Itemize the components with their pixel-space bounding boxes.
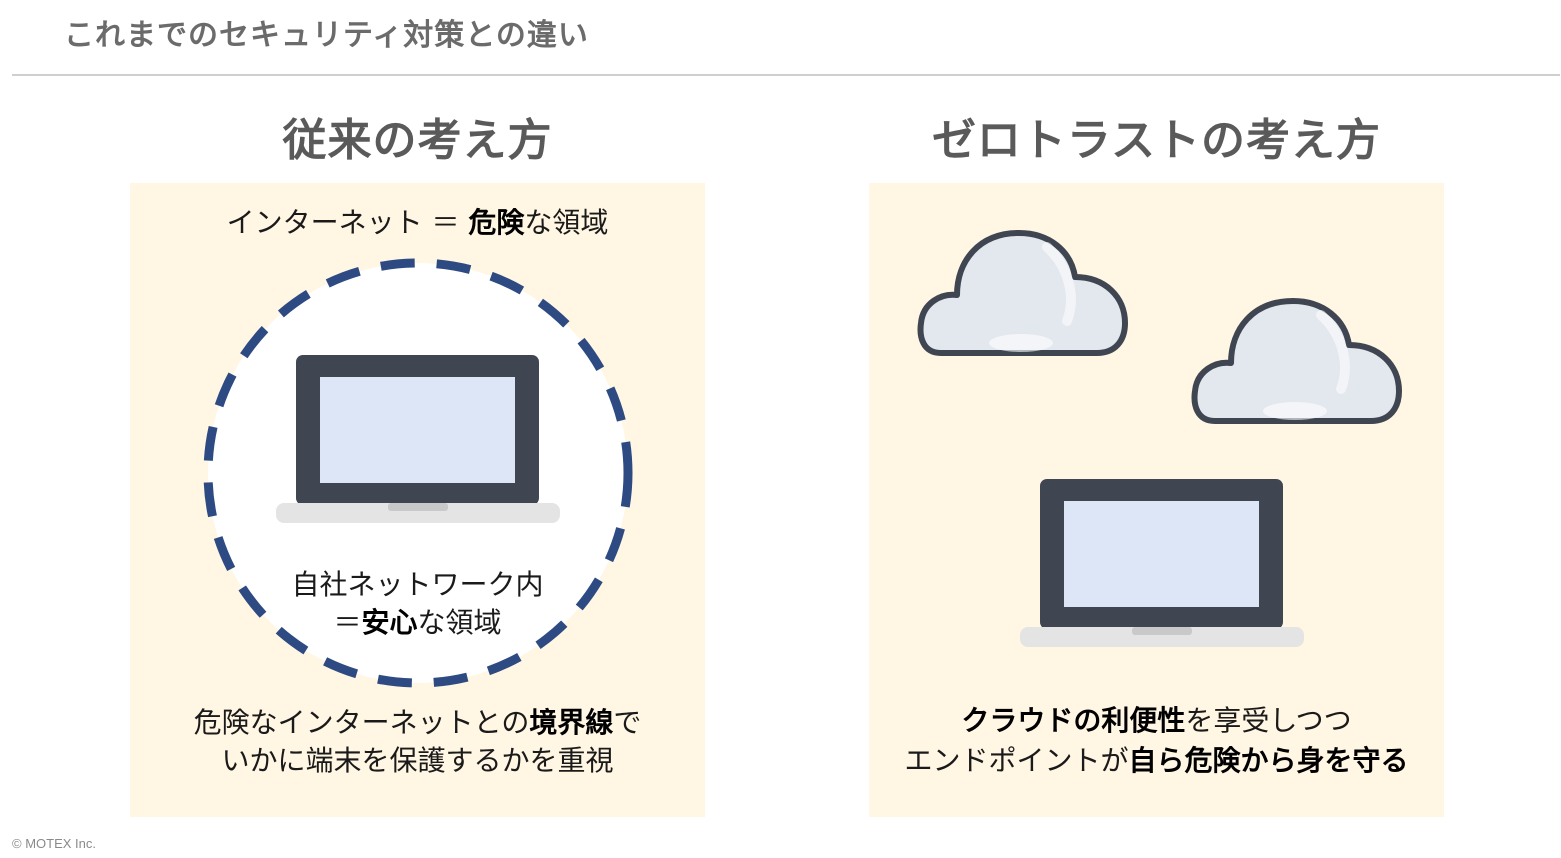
left-heading: 従来の考え方 (282, 115, 553, 166)
internet-danger-prefix: インターネット ＝ (226, 206, 469, 239)
slide-title: これまでのセキュリティ対策との違い (64, 18, 589, 53)
right-heading: ゼロトラストの考え方 (931, 115, 1382, 166)
safe-area-bold: 安心 (361, 606, 418, 639)
laptop-icon (276, 355, 560, 523)
traditional-desc-line1: 危険なインターネットとの境界線で (130, 701, 705, 741)
safe-area-label: ＝安心な領域 (130, 601, 705, 641)
internet-danger-suffix: な領域 (524, 206, 609, 239)
zero-trust-desc2-prefix: エンドポイントが (904, 744, 1129, 777)
cloud-icon (917, 230, 1128, 356)
internet-danger-label: インターネット ＝ 危険な領域 (130, 201, 705, 241)
traditional-desc-prefix: 危険なインターネットとの (193, 706, 530, 739)
cloud-icon (1191, 298, 1402, 424)
copyright-notice: © MOTEX Inc. (12, 836, 96, 851)
title-divider (12, 74, 1560, 76)
traditional-desc-bold: 境界線 (529, 706, 614, 739)
laptop-icon (1020, 479, 1304, 647)
zero-trust-panel: クラウドの利便性を享受しつつ エンドポイントが自ら危険から身を守る (869, 183, 1444, 817)
zero-trust-desc-line2: エンドポイントが自ら危険から身を守る (869, 739, 1444, 779)
zero-trust-desc2-bold: 自ら危険から身を守る (1128, 744, 1409, 777)
zero-trust-desc1-suffix: を享受しつつ (1185, 704, 1352, 737)
traditional-approach-panel: インターネット ＝ 危険な領域 自社ネットワーク内 ＝安心な領域 危険なインター… (130, 183, 705, 817)
traditional-desc-suffix: で (613, 706, 642, 739)
zero-trust-desc-line1: クラウドの利便性を享受しつつ (869, 699, 1444, 739)
safe-area-prefix: ＝ (333, 606, 362, 639)
safe-area-suffix: な領域 (417, 606, 502, 639)
zero-trust-desc1-bold: クラウドの利便性 (961, 704, 1186, 737)
company-network-label: 自社ネットワーク内 (291, 568, 544, 601)
internet-danger-bold: 危険 (468, 206, 525, 239)
traditional-desc-line2: いかに端末を保護するかを重視 (221, 744, 614, 777)
